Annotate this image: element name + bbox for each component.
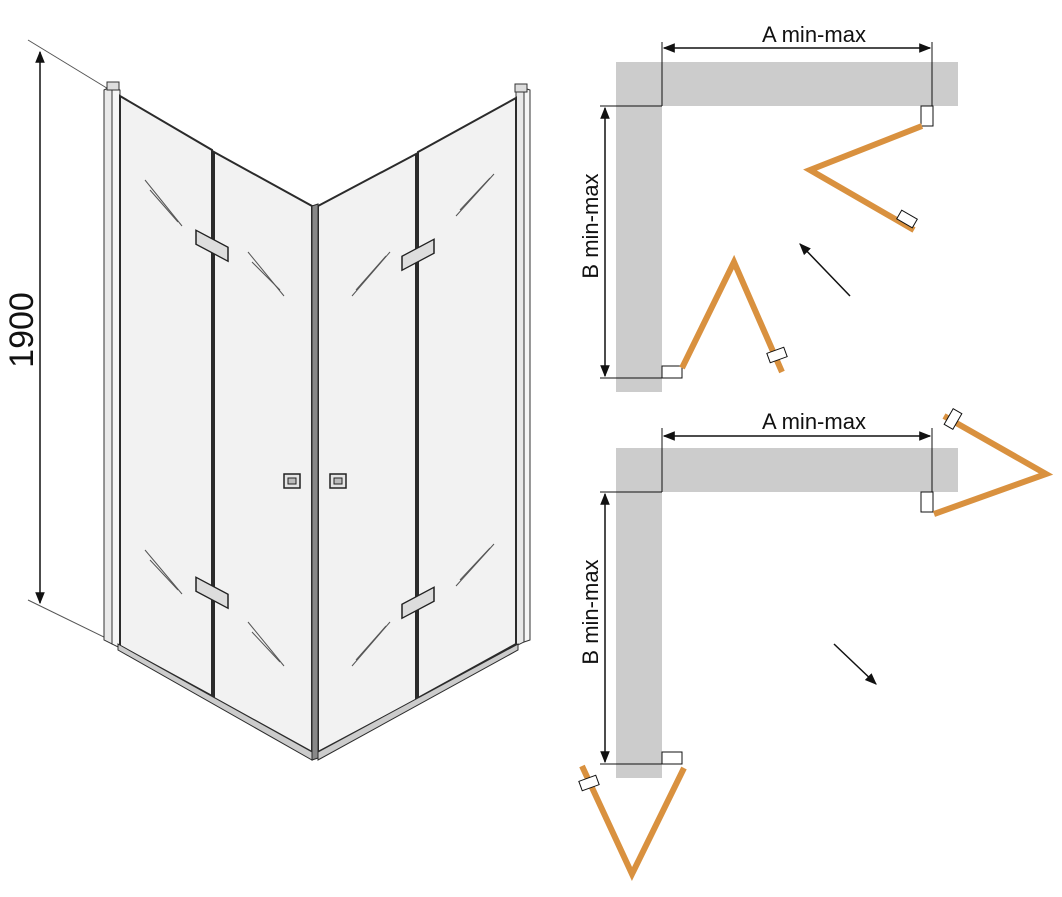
shower-enclosure-3d: 1900	[3, 39, 531, 761]
wall-side	[616, 62, 662, 392]
wall-back	[616, 448, 958, 492]
left-door-outer-leaf	[119, 94, 213, 698]
left-wall-profile	[103, 81, 121, 649]
width-dimension-label: A min-max	[762, 409, 866, 434]
door-leaf-side	[579, 764, 687, 881]
depth-dimension-label: B min-max	[578, 173, 603, 278]
right-door-inner-leaf	[317, 152, 417, 754]
door-leaf-side	[679, 254, 785, 374]
door-leaf-back	[932, 413, 1054, 517]
hinge-icon	[195, 576, 229, 610]
door-leaf-back	[803, 123, 924, 233]
height-dimension-label: 1900	[3, 292, 41, 368]
hinge-icon	[401, 586, 435, 620]
right-door-outer-leaf	[417, 96, 517, 700]
right-door	[311, 96, 519, 761]
depth-dimension-label: B min-max	[578, 559, 603, 664]
right-wall-profile	[514, 83, 531, 647]
wall-side	[616, 448, 662, 778]
hinge-icon	[195, 229, 229, 263]
direction-arrow-icon	[833, 643, 877, 685]
width-dimension-label: A min-max	[762, 22, 866, 47]
hinge-icon	[401, 238, 435, 272]
wall-back	[616, 62, 958, 106]
plan-inward: A min-max B min-max	[578, 22, 958, 392]
height-dimension: 1900	[3, 39, 111, 641]
handle-icon	[329, 473, 347, 489]
handle-icon	[283, 473, 301, 489]
plan-outward: A min-max B min-max	[578, 408, 1054, 881]
direction-arrow-icon	[799, 243, 851, 297]
left-door-inner-leaf	[213, 150, 313, 754]
left-door	[117, 94, 313, 761]
